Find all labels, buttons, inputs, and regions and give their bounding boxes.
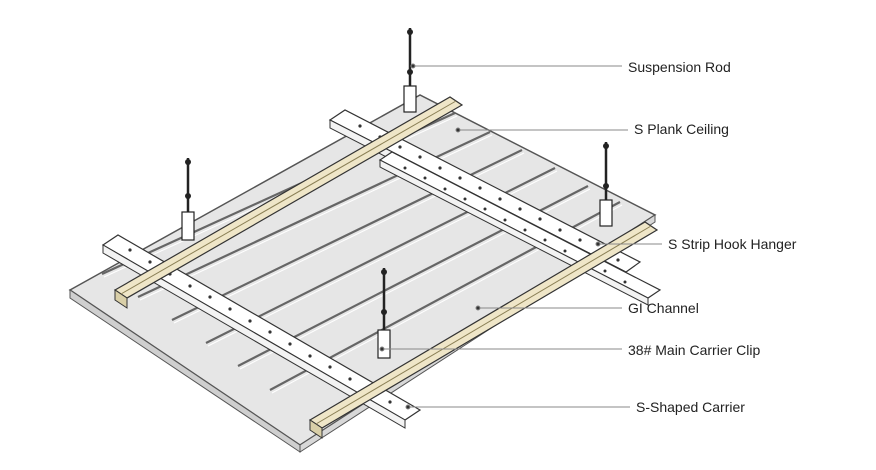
label-suspension-rod: Suspension Rod xyxy=(628,59,731,75)
suspension-rods xyxy=(181,28,613,359)
gi-channel-front xyxy=(308,221,659,439)
suspension-rod xyxy=(599,142,613,227)
label-s-shaped-carrier: S-Shaped Carrier xyxy=(636,399,745,415)
leader-dot xyxy=(455,127,461,133)
label-gi-channel: GI Channel xyxy=(628,300,699,316)
label-s-plank-ceiling: S Plank Ceiling xyxy=(634,121,729,137)
label-main-carrier-clip: 38# Main Carrier Clip xyxy=(628,342,761,358)
s-shaped-carrier-front xyxy=(101,234,422,429)
label-s-strip-hook-hanger: S Strip Hook Hanger xyxy=(668,236,797,252)
leader-lines xyxy=(379,63,662,410)
leader-dot xyxy=(405,404,411,410)
leader-dot xyxy=(379,346,385,352)
suspension-rod xyxy=(181,158,195,241)
suspension-rod xyxy=(403,28,417,113)
gi-channel-back xyxy=(113,96,464,309)
leader-dot xyxy=(410,63,416,69)
leader-dot xyxy=(475,305,481,311)
leader-dot xyxy=(595,241,601,247)
